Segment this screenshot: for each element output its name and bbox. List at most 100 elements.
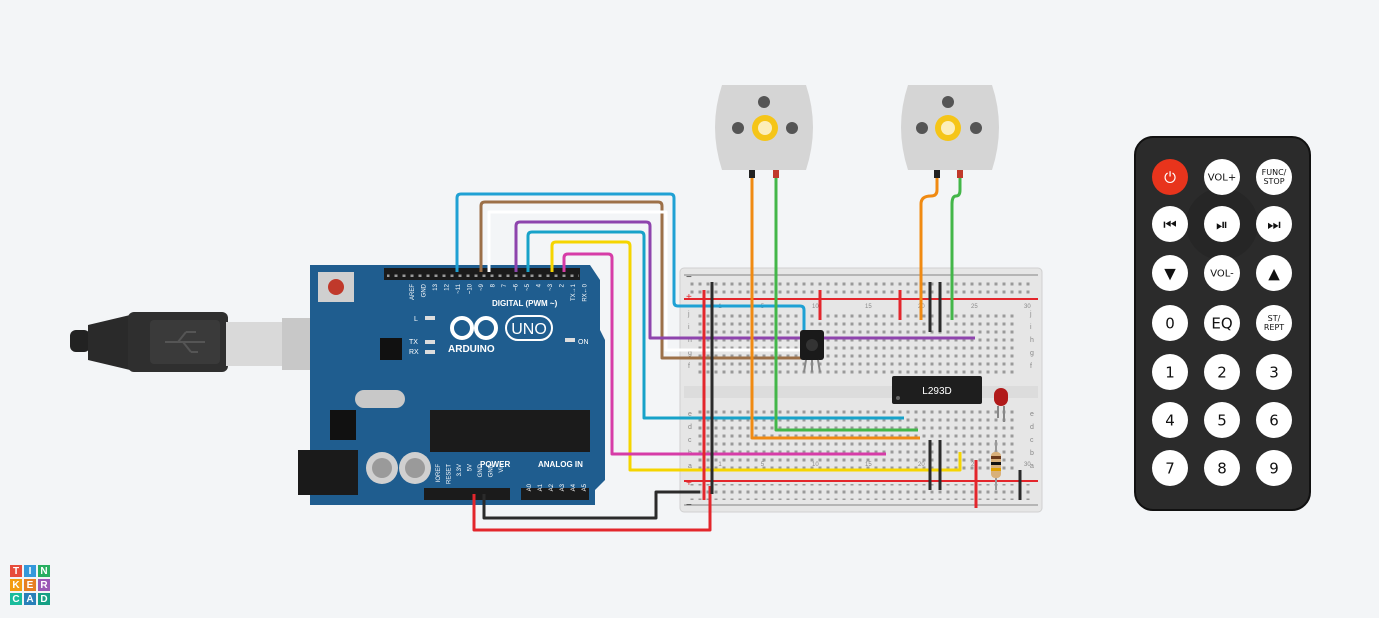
prev-button[interactable]: ⏮ (1152, 206, 1188, 242)
digit-0-button-label: 0 (1165, 314, 1175, 332)
eq-button[interactable]: EQ (1204, 305, 1240, 341)
vol-up-button-label: VOL+ (1208, 173, 1237, 184)
column-number: 10 (812, 462, 819, 468)
digit-1-button[interactable]: 1 (1152, 354, 1188, 390)
column-number: 10 (812, 304, 819, 310)
rail-plus-top: + (686, 292, 692, 303)
red-led[interactable] (994, 388, 1008, 422)
digit-5-button-label: 5 (1217, 411, 1227, 429)
wire-magenta[interactable] (562, 252, 886, 456)
rx-label: RX (409, 349, 419, 356)
row-letter: e (688, 411, 692, 418)
voltage-regulator (330, 410, 356, 440)
next-button[interactable]: ⏭ (1256, 206, 1292, 242)
st-rept-button[interactable]: ST/REPT (1256, 305, 1292, 341)
resistor[interactable] (991, 440, 1001, 490)
digit-4-button-label: 4 (1165, 411, 1175, 429)
power-header[interactable] (424, 488, 510, 500)
rail-plus-bottom: + (686, 478, 692, 489)
column-number: 15 (865, 304, 872, 310)
vol-up-button[interactable]: VOL+ (1204, 159, 1240, 195)
dc-motor-left[interactable] (715, 85, 813, 178)
st-rept-button-label: ST/ (1268, 314, 1281, 323)
arduino-uno-board[interactable]: UNO ARDUINO DIGITAL (PWM ~) POWER ANALOG… (298, 265, 605, 505)
play-pause-button[interactable]: ⏯ (1204, 206, 1240, 242)
wire-orange-right[interactable] (919, 178, 939, 320)
wire-yellow[interactable] (550, 240, 962, 472)
digit-7-button[interactable]: 7 (1152, 450, 1188, 486)
digit-0-button[interactable]: 0 (1152, 305, 1188, 341)
st-rept-button-label: REPT (1264, 323, 1284, 332)
logo-letter: K (10, 579, 22, 591)
digit-2-button-label: 2 (1217, 363, 1227, 381)
digit-3-button-label: 3 (1269, 363, 1279, 381)
digit-1-button-label: 1 (1165, 363, 1175, 381)
prev-button-label: ⏮ (1163, 215, 1177, 233)
digital-pin-label: ~9 (479, 283, 485, 291)
logo-letter: I (24, 565, 36, 577)
dc-motor-right[interactable] (901, 85, 999, 178)
digit-8-button[interactable]: 8 (1204, 450, 1240, 486)
power-pin-label: GND (489, 463, 495, 477)
row-letter: e (1030, 411, 1034, 418)
power-button[interactable]: ⏻ (1152, 159, 1188, 195)
power-jack[interactable] (298, 450, 358, 495)
digital-pin-label: 7 (502, 283, 508, 287)
digital-pin-label: 4 (537, 283, 543, 287)
logo-letter: N (38, 565, 50, 577)
row-letter: h (1030, 337, 1034, 344)
row-letter: i (1030, 324, 1032, 331)
row-letter: d (1030, 424, 1034, 431)
analog-pin-label: A4 (571, 483, 577, 491)
power-pin-label: IOREF (436, 464, 442, 483)
ir-remote[interactable]: ⏻ VOL+ FUNC/STOP ⏮ ⏯ ⏭ ▼ VOL- ▲ 0 EQ ST/REPT 1 2 3 4 5 6 7… (1134, 136, 1311, 511)
wire-brown[interactable] (479, 200, 820, 360)
digit-2-button[interactable]: 2 (1204, 354, 1240, 390)
wire-cyan[interactable] (526, 230, 904, 420)
digit-9-button-label: 9 (1269, 459, 1279, 477)
usb-chip (380, 338, 402, 360)
func-stop-button[interactable]: FUNC/STOP (1256, 159, 1292, 195)
digital-pin-label: GND (422, 283, 428, 297)
digital-pin-label: 13 (433, 283, 439, 290)
l293d-chip[interactable]: L293D (892, 376, 982, 404)
row-letter: h (688, 337, 692, 344)
reset-button-cap[interactable] (328, 279, 344, 295)
wire-black-gnd[interactable] (482, 490, 700, 520)
vol-down-button[interactable]: VOL- (1204, 255, 1240, 291)
digital-pin-label: ~11 (456, 283, 462, 293)
analog-header[interactable] (521, 488, 589, 500)
digit-9-button[interactable]: 9 (1256, 450, 1292, 486)
power-pin-label: 5V (468, 464, 474, 471)
digit-7-button-label: 7 (1165, 459, 1175, 477)
up-button[interactable]: ▲ (1256, 255, 1292, 291)
func-stop-button-label: STOP (1263, 177, 1284, 186)
logo-letter: E (24, 579, 36, 591)
analog-pin-label: A3 (560, 483, 566, 491)
power-pin-label: Vin (499, 464, 505, 473)
wire-blue[interactable] (455, 192, 806, 340)
tx-label: TX (409, 339, 418, 346)
wire-red-power[interactable] (472, 486, 712, 532)
row-letter: a (1030, 463, 1034, 470)
ir-receiver[interactable] (800, 330, 824, 373)
column-number: 30 (1024, 304, 1031, 310)
wire-green-left[interactable] (774, 176, 918, 432)
analog-label: ANALOG IN (538, 460, 583, 469)
wires[interactable] (455, 176, 1022, 532)
func-stop-button-label: FUNC/ (1262, 168, 1287, 177)
down-button[interactable]: ▼ (1152, 255, 1188, 291)
logo-letter: A (24, 593, 36, 605)
wire-purple[interactable] (514, 220, 975, 340)
digit-3-button[interactable]: 3 (1256, 354, 1292, 390)
arduino-brand: ARDUINO (448, 344, 495, 355)
wire-orange-left[interactable] (750, 176, 920, 440)
wire-green-right[interactable] (950, 178, 962, 320)
digit-5-button[interactable]: 5 (1204, 402, 1240, 438)
analog-pin-label: A2 (549, 483, 555, 491)
digit-6-button[interactable]: 6 (1256, 402, 1292, 438)
digit-4-button[interactable]: 4 (1152, 402, 1188, 438)
analog-pin-label: A0 (527, 483, 533, 491)
